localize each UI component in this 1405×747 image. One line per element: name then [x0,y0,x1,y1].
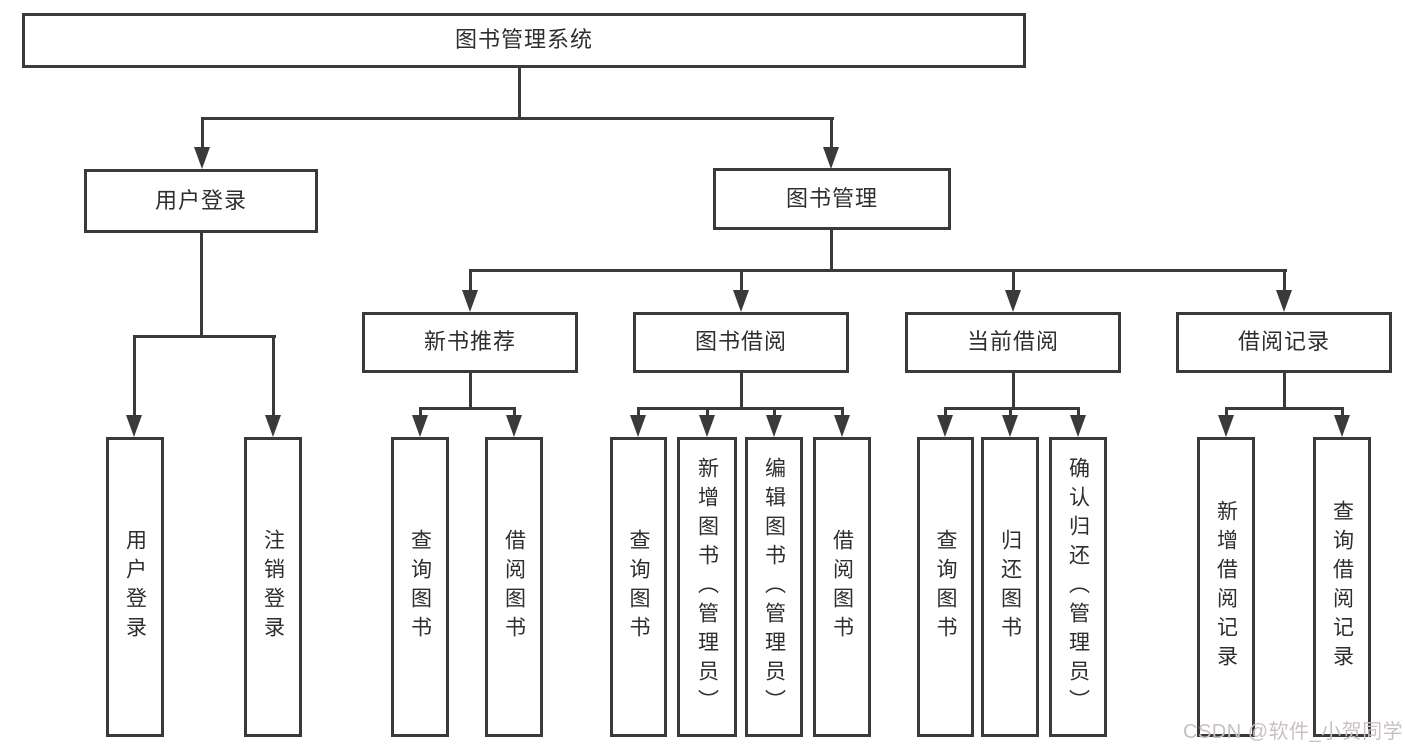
arrow-down-icon [194,147,210,169]
connector-new-book-recommend-stub [469,373,472,408]
node-book-management: 图书管理 [713,168,951,230]
connector-drop-borrow-record [1283,271,1286,291]
leaf-query-borrow-record: 查询借阅记录 [1313,437,1371,737]
leaf-borrow-book-label: 借阅图书 [830,529,854,645]
leaf-logout: 注销登录 [244,437,302,737]
node-root: 图书管理系统 [22,13,1026,68]
leaf-borrow-query-book: 查询图书 [610,437,667,737]
connector-user-login-bar [133,335,276,338]
leaf-current-query-book: 查询图书 [917,437,974,737]
connector-current-borrow-stub [1012,373,1015,408]
node-current-borrow-label: 当前借阅 [966,329,1059,355]
connector-drop-current-borrow [1012,271,1015,291]
arrow-down-icon [1070,415,1086,437]
node-book-borrow: 图书借阅 [633,312,849,373]
node-new-book-recommend-label: 新书推荐 [423,329,516,355]
leaf-borrow-book: 借阅图书 [813,437,871,737]
node-new-book-recommend: 新书推荐 [362,312,578,373]
connector-level3-bar [469,269,1287,272]
leaf-recommend-query-book: 查询图书 [391,437,449,737]
leaf-recommend-query-book-label: 查询图书 [408,529,432,645]
arrow-down-icon [1276,290,1292,312]
connector-drop-leaf-user-login [133,337,136,417]
node-book-management-label: 图书管理 [785,185,878,211]
node-book-borrow-label: 图书借阅 [694,329,787,355]
connector-user-login-stub [200,233,203,337]
leaf-user-login: 用户登录 [106,437,164,737]
arrow-down-icon [937,415,953,437]
node-root-label: 图书管理系统 [454,27,593,53]
node-borrow-record: 借阅记录 [1176,312,1392,373]
leaf-add-book-admin-label: 新增图书（管理员） [695,456,719,718]
connector-book-borrow-stub [740,373,743,408]
leaf-add-borrow-record: 新增借阅记录 [1197,437,1255,737]
leaf-return-book-label: 归还图书 [998,529,1022,645]
connector-drop-leaf [944,409,947,418]
connector-drop-leaf [1225,409,1228,418]
connector-drop-leaf [513,409,516,418]
arrow-down-icon [766,415,782,437]
arrow-down-icon [1218,415,1234,437]
leaf-query-borrow-record-label: 查询借阅记录 [1330,500,1354,674]
arrow-down-icon [1005,290,1021,312]
connector-drop-leaf [1077,409,1080,418]
leaf-add-borrow-record-label: 新增借阅记录 [1214,500,1238,674]
connector-root-stub [518,68,521,119]
connector-book-borrow-bar [637,407,844,410]
arrow-down-icon [126,415,142,437]
connector-drop-leaf-logout [272,337,275,417]
connector-borrow-record-bar [1225,407,1344,410]
leaf-current-query-book-label: 查询图书 [934,529,957,645]
leaf-logout-label: 注销登录 [261,529,285,645]
connector-drop-leaf [419,409,422,418]
connector-drop-leaf [1341,409,1344,418]
leaf-recommend-borrow-book: 借阅图书 [485,437,543,737]
arrow-down-icon [506,415,522,437]
leaf-recommend-borrow-book-label: 借阅图书 [502,529,526,645]
leaf-user-login-label: 用户登录 [123,529,147,645]
connector-drop-new-book-recommend [469,271,472,291]
connector-drop-user-login [201,119,204,148]
arrow-down-icon [265,415,281,437]
arrow-down-icon [1334,415,1350,437]
connector-drop-leaf [706,409,709,418]
leaf-edit-book-admin-label: 编辑图书（管理员） [762,456,786,718]
leaf-return-book: 归还图书 [981,437,1039,737]
leaf-confirm-return-admin: 确认归还（管理员） [1049,437,1107,737]
arrow-down-icon [462,290,478,312]
arrow-down-icon [823,147,839,169]
connector-drop-leaf [637,409,640,418]
node-borrow-record-label: 借阅记录 [1237,329,1330,355]
node-current-borrow: 当前借阅 [905,312,1121,373]
connector-recommend-bar [419,407,516,410]
arrow-down-icon [630,415,646,437]
leaf-edit-book-admin: 编辑图书（管理员） [745,437,803,737]
watermark: CSDN @软件_小贺同学 [1183,721,1404,743]
connector-borrow-record-stub [1283,373,1286,408]
arrow-down-icon [1002,415,1018,437]
node-user-login: 用户登录 [84,169,318,233]
leaf-borrow-query-book-label: 查询图书 [627,529,650,645]
connector-drop-book-management [830,119,833,148]
connector-book-management-stub [830,230,833,271]
arrow-down-icon [699,415,715,437]
arrow-down-icon [834,415,850,437]
node-user-login-label: 用户登录 [154,187,247,213]
connector-drop-leaf [1009,409,1012,418]
connector-drop-leaf [773,409,776,418]
leaf-confirm-return-admin-label: 确认归还（管理员） [1066,456,1090,718]
arrow-down-icon [412,415,428,437]
arrow-down-icon [733,290,749,312]
leaf-add-book-admin: 新增图书（管理员） [677,437,737,737]
connector-current-borrow-bar [944,407,1080,410]
connector-drop-leaf [841,409,844,418]
connector-level2-bar [201,117,834,120]
connector-drop-book-borrow [740,271,743,291]
